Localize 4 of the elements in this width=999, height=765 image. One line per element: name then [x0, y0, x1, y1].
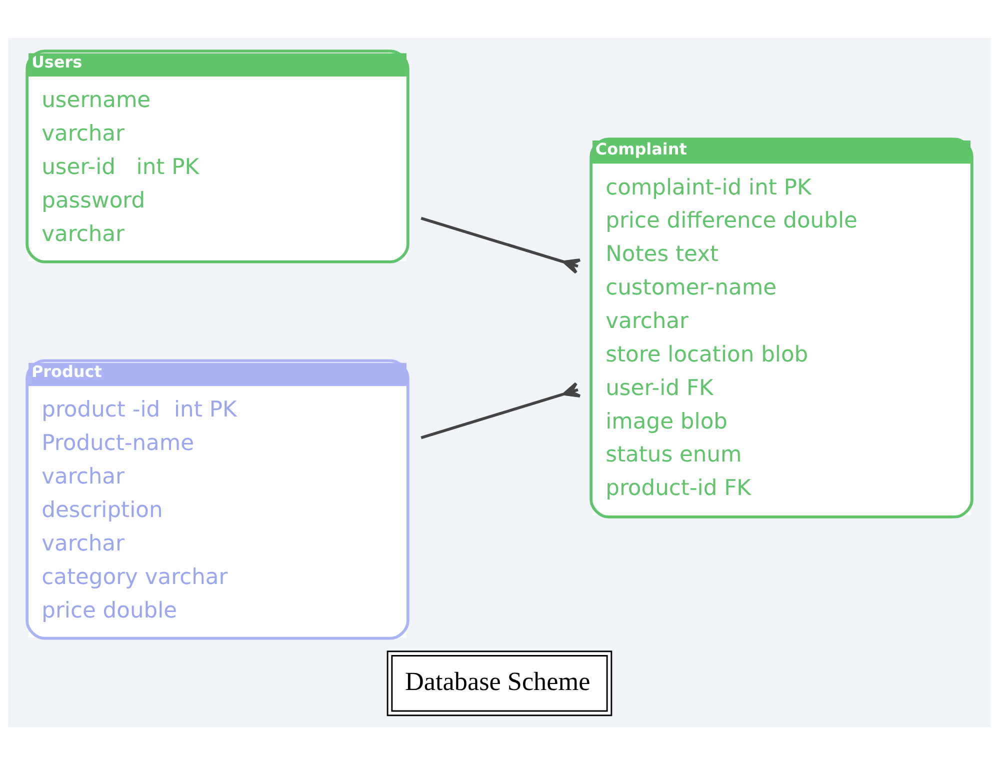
node-box: Complaint complaint-id int PK price difference double Notes text customer-name varchar store location blob user-id FK image blob status enum product-id FK	[590, 138, 974, 518]
caption: Database Scheme	[405, 666, 590, 696]
connector	[420, 382, 582, 440]
connector	[420, 216, 582, 274]
